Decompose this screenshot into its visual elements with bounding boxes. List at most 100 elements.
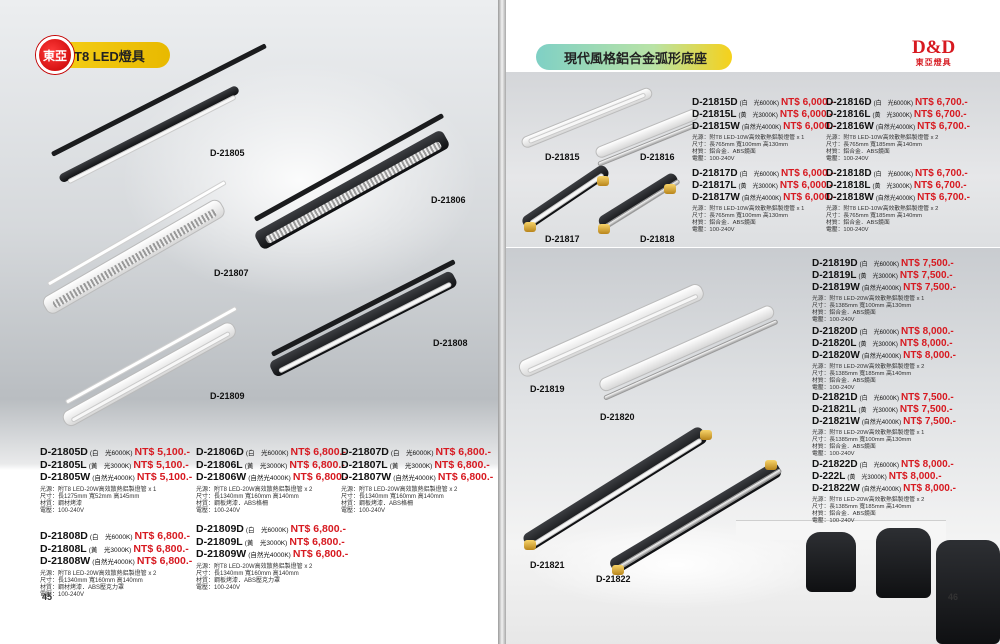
light-tone: (自然光4000K) — [875, 125, 916, 131]
spec-d-21809: D-21809D(白 光6000K)NT$ 6,800.- D-21809L(黃… — [196, 523, 348, 593]
price: NT$ 6,000.- — [783, 121, 836, 132]
spec-line: 光源：附T8 LED-20W高效散熱鋁製燈管 x 1 — [812, 296, 925, 302]
product-code: D-21816D — [826, 97, 872, 108]
product-code: D-21809D — [196, 523, 244, 535]
product-code: D-21807D — [341, 446, 389, 458]
price: NT$ 7,500.- — [899, 404, 953, 415]
price: NT$ 5,100.- — [133, 458, 189, 471]
price: NT$ 6,800.- — [292, 471, 349, 484]
product-code: D-21820W — [812, 350, 860, 361]
spec-line: 光源：附T8 LED-20W高效散熱鋁製燈管 x 1 — [812, 430, 925, 436]
price: NT$ 8,000.- — [900, 459, 954, 470]
gold-end-cap — [524, 222, 536, 232]
gold-end-cap — [664, 184, 676, 194]
spec-line: 材質：鋼板烤漆．ABS格柵 — [196, 501, 269, 508]
spec-d-21817: D-21817D(白 光6000K)NT$ 6,000.- D-21817L(黃… — [692, 168, 836, 234]
product-label: D-21817 — [545, 234, 580, 244]
light-tone: (自然光4000K) — [92, 475, 135, 483]
spec-line: 光源：附T8 LED-10W高效散熱鋁製燈管 x 2 — [826, 135, 939, 141]
light-tone: (黃 光3000K) — [872, 113, 912, 119]
price: NT$ 6,800.- — [292, 548, 349, 561]
spec-d-21805: D-21805D(白 光6000K)NT$ 5,100.- D-21805L(黃… — [40, 446, 192, 516]
spec-d-21806: D-21806D(白 光6000K)NT$ 6,800.- D-21806L(黃… — [196, 446, 348, 516]
price: NT$ 6,700.- — [913, 109, 967, 120]
spec-line: 材質：鋁合金．ABS鏡面 — [812, 309, 876, 316]
left-page: D-21805 D-21806 D-21807 D-21808 D-21809 … — [0, 0, 498, 644]
product-code: D-21817W — [692, 192, 740, 203]
product-code: D-21806D — [196, 446, 244, 458]
light-tone: (白 光6000K) — [89, 534, 133, 541]
spec-d-21807: D-21807D(白 光6000K)NT$ 6,800.- D-21807L(黃… — [341, 446, 493, 516]
light-tone: (自然光4000K) — [741, 125, 782, 131]
product-code: D-21818D — [826, 168, 872, 179]
price: NT$ 6,000.- — [779, 180, 833, 191]
light-tone: (黃 光3000K) — [738, 184, 778, 190]
gold-end-cap — [598, 224, 610, 234]
product-code: D-21807W — [341, 471, 392, 484]
spec-line: 材質：鋁合金．ABS鏡面 — [826, 219, 890, 226]
brand-logo-text: D&D — [912, 37, 956, 58]
section-title: T8 LED燈具 — [74, 48, 145, 64]
spec-line: 電壓：100-240V — [812, 450, 855, 457]
product-code: D-21822D — [812, 459, 858, 470]
right-page — [506, 0, 1000, 644]
light-tone: (白 光6000K) — [859, 396, 899, 402]
spec-line: 材質：鋁合金．ABS鏡面 — [692, 148, 756, 155]
price: NT$ 8,000.- — [903, 483, 956, 494]
product-code: D-21808L — [40, 542, 87, 555]
spec-d-21815: D-21815D(白 光6000K)NT$ 6,000.- D-21815L(黃… — [692, 97, 836, 163]
light-tone: (黃 光3000K) — [88, 546, 132, 554]
gold-end-cap — [524, 540, 536, 550]
product-code: D-21805L — [40, 458, 87, 471]
spec-line: 尺寸：長1385mm 寬100mm 高130mm — [812, 436, 912, 443]
price: NT$ 6,700.- — [917, 121, 970, 132]
product-label: D-21808 — [433, 338, 468, 348]
spec-line: 光源：附T8 LED-10W高效散熱鋁製燈管 x 1 — [692, 135, 805, 141]
light-tone: (黃 光3000K) — [858, 274, 898, 280]
spec-line: 材質：鋁合金．ABS鏡面 — [812, 377, 876, 384]
price: NT$ 7,500.- — [899, 270, 953, 281]
spec-line: 光源：附T8 LED-20W高效散熱鋁製燈管 x 2 — [341, 486, 458, 493]
product-code: D-222L — [812, 471, 846, 482]
light-tone: (自然光4000K) — [92, 559, 135, 567]
product-code: D-21822W — [812, 483, 860, 494]
price: NT$ 7,500.- — [903, 416, 956, 427]
product-code: D-21808W — [40, 555, 91, 568]
gold-end-cap — [597, 176, 609, 186]
light-tone: (黃 光3000K) — [389, 462, 433, 470]
spec-line: 尺寸：長765mm 寬185mm 高140mm — [826, 141, 922, 148]
price: NT$ 6,800.- — [133, 542, 189, 555]
section-title: 現代風格鋁合金弧形底座 — [564, 50, 708, 66]
gold-end-cap — [700, 430, 712, 440]
light-tone: (白 光6000K) — [739, 172, 779, 178]
spec-line: 尺寸：長765mm 寬100mm 高130mm — [692, 141, 788, 148]
price: NT$ 6,000.- — [779, 109, 833, 120]
spec-line: 電壓：100-240V — [196, 508, 241, 515]
product-label: D-21807 — [214, 268, 249, 278]
section-title-pill: 現代風格鋁合金弧形底座 — [536, 44, 732, 70]
spec-line: 電壓：100-240V — [40, 508, 85, 515]
spec-line: 尺寸：長1385mm 寬185mm 高140mm — [812, 503, 912, 510]
product-code: D-21817D — [692, 168, 738, 179]
price: NT$ 6,800.- — [290, 446, 346, 458]
spec-line: 材質：鋁合金．ABS鏡面 — [826, 148, 890, 155]
product-code: D-21805D — [40, 446, 88, 458]
spec-line: 材質：鋁合金．ABS鏡面 — [812, 443, 876, 450]
brand-logo-subtext: 東亞燈具 — [915, 58, 952, 67]
product-label: D-21818 — [640, 234, 675, 244]
light-tone: (自然光4000K) — [861, 354, 902, 360]
spec-line: 尺寸：長1385mm 寬100mm 高130mm — [812, 302, 912, 309]
product-code: D-21818W — [826, 192, 874, 203]
office-chair — [806, 532, 856, 592]
room-background-top — [506, 72, 1000, 247]
product-code: D-21816W — [826, 121, 874, 132]
product-code: D-21815D — [692, 97, 738, 108]
price: NT$ 7,500.- — [900, 258, 954, 269]
spec-line: 電壓：100-240V — [692, 155, 735, 162]
brand-logo-icon: D&D 東亞燈具 — [912, 38, 955, 68]
product-code: D-21807L — [341, 458, 388, 471]
spec-d-21816: D-21816D(白 光6000K)NT$ 6,700.- D-21816L(黃… — [826, 97, 970, 163]
price: NT$ 8,000.- — [899, 338, 953, 349]
price: NT$ 7,500.- — [900, 392, 954, 403]
price: NT$ 6,800.- — [435, 446, 491, 458]
